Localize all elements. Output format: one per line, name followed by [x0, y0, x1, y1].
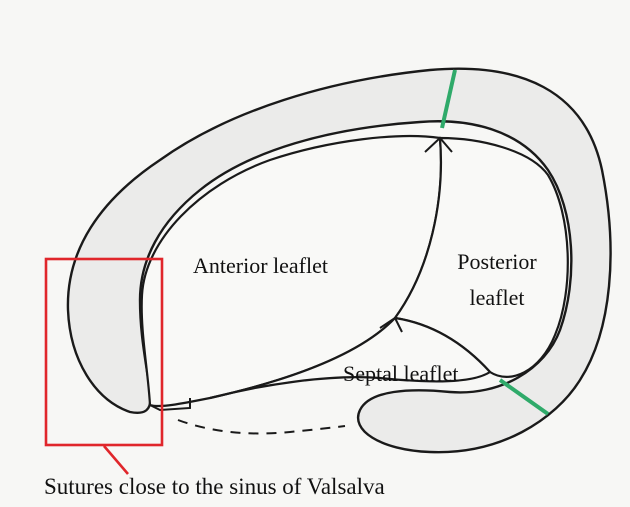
- posterior-leaflet-label-line1: Posterior: [448, 244, 546, 280]
- figure-caption: Sutures close to the sinus of Valsalva: [44, 474, 385, 500]
- highlight-pointer: [104, 446, 128, 474]
- posterior-leaflet-label: Posterior leaflet: [448, 244, 546, 316]
- posterior-leaflet-label-line2: leaflet: [448, 280, 546, 316]
- anterior-leaflet-label: Anterior leaflet: [193, 253, 328, 279]
- dashed-suture-line: [178, 420, 345, 434]
- septal-leaflet-label: Septal leaflet: [343, 361, 458, 387]
